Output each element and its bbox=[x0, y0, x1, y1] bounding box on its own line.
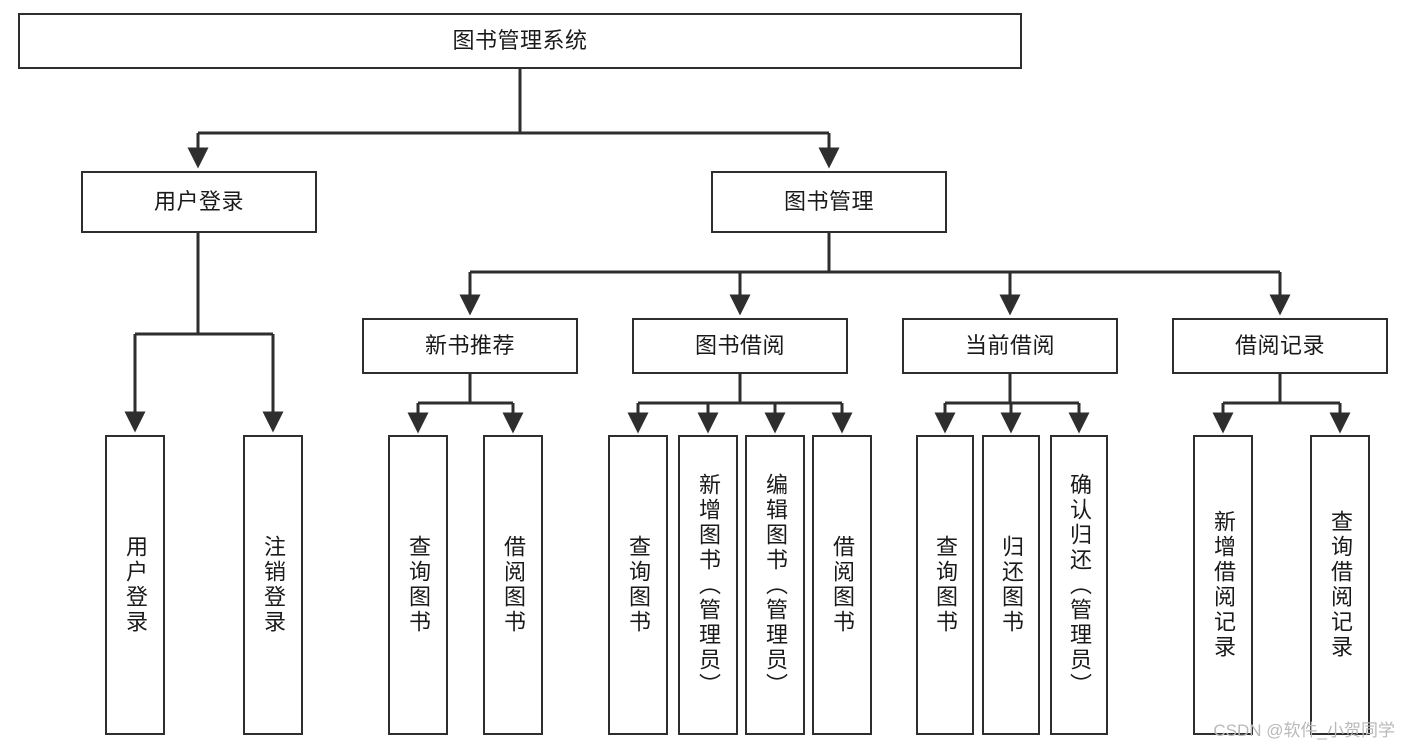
node-leaf-borrow-book-2-label: 借阅图书 bbox=[830, 535, 855, 635]
node-leaf-user-login-label: 用户登录 bbox=[123, 535, 148, 635]
node-leaf-query-book-3[interactable]: 查询图书 bbox=[916, 435, 974, 735]
node-leaf-user-login[interactable]: 用户登录 bbox=[105, 435, 165, 735]
node-leaf-add-borrow-record-label: 新增借阅记录 bbox=[1211, 510, 1236, 660]
node-user-login[interactable]: 用户登录 bbox=[81, 171, 317, 233]
node-leaf-edit-book-admin-label: 编辑图书（管理员） bbox=[763, 472, 788, 698]
node-leaf-borrow-book-2[interactable]: 借阅图书 bbox=[812, 435, 872, 735]
node-leaf-confirm-return-admin[interactable]: 确认归还（管理员） bbox=[1050, 435, 1108, 735]
watermark-text: CSDN @软件_小贺同学 bbox=[1213, 721, 1395, 740]
node-current-borrow-label: 当前借阅 bbox=[964, 333, 1055, 359]
node-leaf-query-book-2[interactable]: 查询图书 bbox=[608, 435, 668, 735]
node-root[interactable]: 图书管理系统 bbox=[18, 13, 1022, 69]
node-leaf-query-borrow-record[interactable]: 查询借阅记录 bbox=[1310, 435, 1370, 735]
node-book-manage-label: 图书管理 bbox=[783, 189, 874, 215]
node-leaf-query-book-1[interactable]: 查询图书 bbox=[388, 435, 448, 735]
node-book-manage[interactable]: 图书管理 bbox=[711, 171, 947, 233]
node-leaf-logout-label: 注销登录 bbox=[261, 535, 286, 635]
node-borrow-record[interactable]: 借阅记录 bbox=[1172, 318, 1388, 374]
node-leaf-return-book[interactable]: 归还图书 bbox=[982, 435, 1040, 735]
node-leaf-query-book-1-label: 查询图书 bbox=[406, 535, 431, 635]
node-root-label: 图书管理系统 bbox=[452, 28, 588, 54]
node-leaf-confirm-return-admin-label: 确认归还（管理员） bbox=[1067, 472, 1092, 698]
node-leaf-query-borrow-record-label: 查询借阅记录 bbox=[1328, 510, 1353, 660]
node-leaf-query-book-3-label: 查询图书 bbox=[933, 535, 958, 635]
node-leaf-add-book-admin[interactable]: 新增图书（管理员） bbox=[678, 435, 738, 735]
node-new-book-recommend[interactable]: 新书推荐 bbox=[362, 318, 578, 374]
node-leaf-borrow-book-1[interactable]: 借阅图书 bbox=[483, 435, 543, 735]
node-leaf-query-book-2-label: 查询图书 bbox=[626, 535, 651, 635]
node-leaf-edit-book-admin[interactable]: 编辑图书（管理员） bbox=[745, 435, 805, 735]
node-leaf-add-book-admin-label: 新增图书（管理员） bbox=[696, 472, 721, 698]
node-leaf-logout[interactable]: 注销登录 bbox=[243, 435, 303, 735]
node-current-borrow[interactable]: 当前借阅 bbox=[902, 318, 1118, 374]
node-new-book-recommend-label: 新书推荐 bbox=[424, 333, 515, 359]
node-borrow-record-label: 借阅记录 bbox=[1234, 333, 1325, 359]
node-book-borrow-label: 图书借阅 bbox=[694, 333, 785, 359]
node-leaf-add-borrow-record[interactable]: 新增借阅记录 bbox=[1193, 435, 1253, 735]
node-user-login-label: 用户登录 bbox=[153, 189, 244, 215]
node-book-borrow[interactable]: 图书借阅 bbox=[632, 318, 848, 374]
node-leaf-return-book-label: 归还图书 bbox=[999, 535, 1024, 635]
node-leaf-borrow-book-1-label: 借阅图书 bbox=[501, 535, 526, 635]
